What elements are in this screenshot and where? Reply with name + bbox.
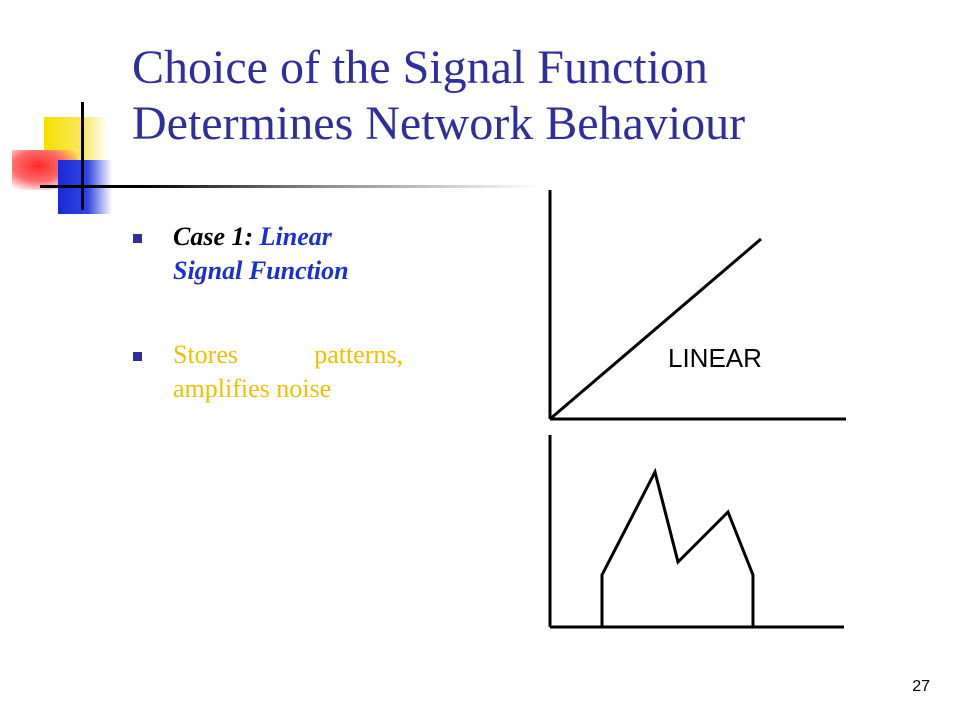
page-number: 27 xyxy=(912,678,930,695)
bullet-case-1-highlight: Linear Signal Function xyxy=(173,222,349,285)
logo-vertical-line xyxy=(81,102,84,210)
bullet-list: Case 1: Linear Signal Function Stores pa… xyxy=(133,220,403,406)
slide-title-line-2: Determines Network Behaviour xyxy=(132,97,746,150)
title-underline xyxy=(40,185,540,188)
bullet-case-1: Case 1: Linear Signal Function xyxy=(133,220,403,288)
slide-title: Choice of the Signal Function Determines… xyxy=(132,40,932,152)
bullet-case-1-prefix: Case 1: xyxy=(173,222,260,251)
linear-label: LINEAR xyxy=(668,343,762,373)
bullet-stores-patterns: Stores patterns, amplifies noise xyxy=(133,338,403,406)
activity-profile-curve xyxy=(600,467,755,627)
signal-function-diagram: LINEAR xyxy=(548,190,846,629)
slide-title-line-1: Choice of the Signal Function xyxy=(132,41,708,94)
linear-function-line xyxy=(549,237,762,421)
